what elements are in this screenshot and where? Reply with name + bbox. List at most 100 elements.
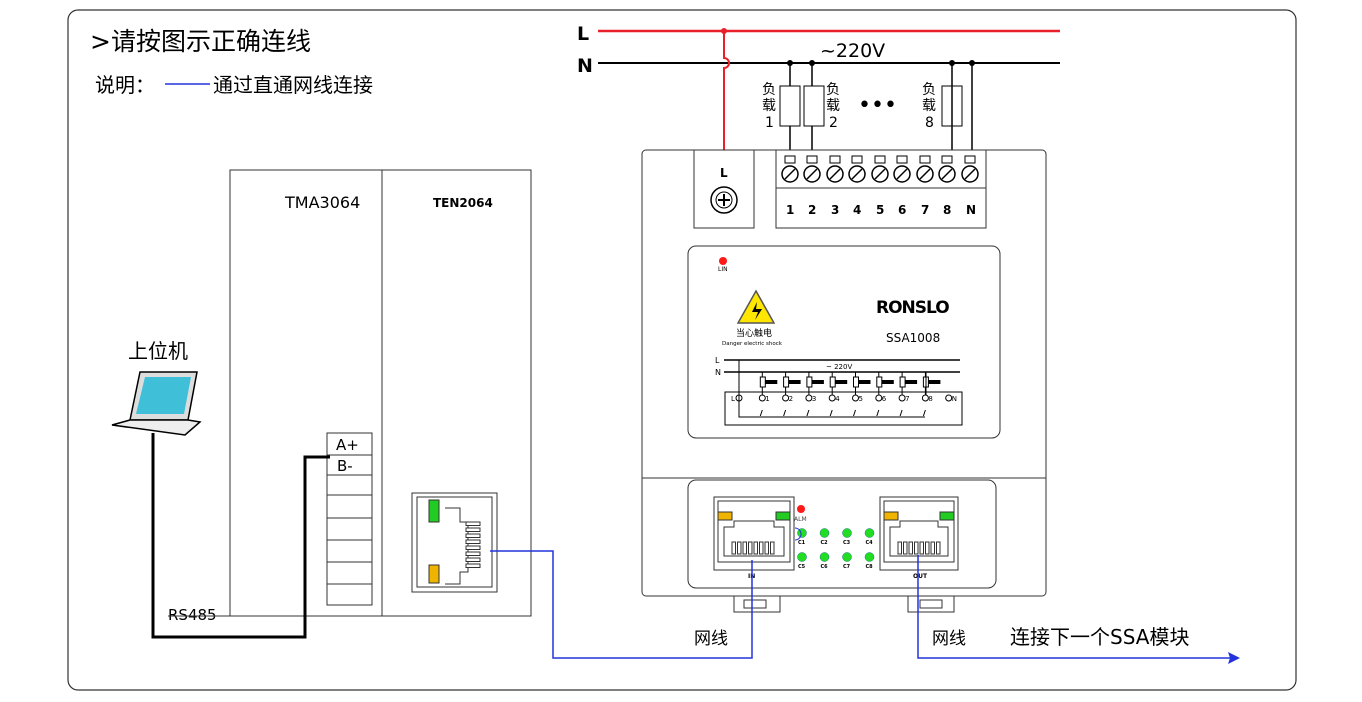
- channel-led-label: C5: [798, 564, 806, 570]
- channel-led-label: C2: [821, 540, 829, 546]
- panel-terminal-label: 7: [905, 395, 909, 403]
- link-led: [428, 499, 440, 523]
- load-1: [779, 60, 975, 160]
- tma3064-label: TMA3064: [284, 193, 360, 212]
- activity-led: [939, 511, 955, 521]
- terminal-label: 2: [808, 203, 816, 217]
- panel-load-icon: [876, 376, 883, 388]
- warning-cn: 当心触电: [736, 327, 772, 339]
- channel-led-c3: [842, 528, 852, 538]
- terminal-label: 3: [831, 203, 839, 217]
- model-label: SSA1008: [886, 331, 940, 345]
- rs485-terminal: [326, 432, 373, 606]
- panel-load-icon: [759, 376, 766, 388]
- panel-load-icon: [899, 376, 906, 388]
- note-text: 通过直通网线连接: [213, 73, 373, 97]
- alm-led: [797, 505, 805, 513]
- note-prefix: 说明：: [95, 73, 155, 97]
- rs485-cable: [151, 433, 330, 639]
- terminal-slot: [851, 155, 863, 164]
- load-2-label: 负: [826, 82, 840, 98]
- device-l-label: L: [720, 166, 728, 180]
- channel-led-label: C6: [821, 564, 829, 570]
- terminal-slot: [964, 155, 976, 164]
- load-8-num: 8: [925, 115, 934, 131]
- rs485-label: RS485: [168, 606, 217, 624]
- port-out-label: OUT: [913, 573, 928, 580]
- activity-led: [775, 511, 791, 521]
- terminal-b: B-: [337, 457, 353, 475]
- panel-terminal-label: N: [952, 395, 957, 403]
- panel-terminal-label: 1: [765, 395, 769, 403]
- link-led: [717, 511, 733, 521]
- more-loads-dots: •••: [858, 93, 897, 118]
- terminal-slot: [896, 155, 908, 164]
- frame: [67, 9, 1297, 691]
- lin-label: LIN: [718, 266, 728, 273]
- terminal-label: 5: [876, 203, 884, 217]
- link-led: [883, 511, 899, 521]
- channel-led-c8: [864, 552, 875, 562]
- activity-led: [428, 564, 440, 584]
- load-2-label2: 载: [826, 98, 840, 114]
- alm-label: ALM: [794, 516, 807, 523]
- title: >请按图示正确连线: [90, 27, 311, 56]
- panel-terminal-label: 2: [789, 395, 793, 403]
- l-drop-wire: [723, 31, 730, 158]
- laptop-icon: [111, 371, 202, 436]
- terminal-label: N: [966, 203, 976, 217]
- n-label: N: [577, 55, 593, 77]
- label-panel: [687, 245, 1001, 439]
- terminal-slot: [829, 155, 841, 164]
- network-cable-out: [917, 555, 1236, 659]
- panel-terminal-label: 8: [928, 395, 932, 403]
- cable-in-label: 网线: [694, 629, 728, 649]
- panel-load-icon: [829, 376, 836, 388]
- load-2-num: 2: [829, 115, 838, 131]
- terminal-slot: [784, 155, 796, 164]
- ten2064-label: TEN2064: [433, 196, 493, 210]
- panel-n: N: [715, 368, 721, 377]
- channel-led-c2: [819, 528, 830, 538]
- terminal-label: 8: [943, 203, 951, 217]
- arrow-right-icon: [1228, 652, 1240, 664]
- cable-out-label: 网线: [932, 629, 966, 649]
- panel-voltage: ~ 220V: [826, 363, 852, 371]
- terminal-label: 6: [898, 203, 906, 217]
- channel-led-label: C8: [866, 564, 874, 570]
- lin-led: [719, 257, 727, 265]
- host-label: 上位机: [128, 339, 188, 363]
- load-8-label2: 载: [922, 98, 936, 114]
- terminal-label: 7: [921, 203, 929, 217]
- terminal-label: 1: [786, 203, 794, 217]
- panel-terminal-label: 4: [835, 395, 840, 403]
- load-8-label: 负: [922, 82, 936, 98]
- panel-load-icon: [783, 376, 790, 388]
- terminal-slot: [941, 155, 953, 164]
- panel-terminal-label: 5: [859, 395, 863, 403]
- terminal-a: A+: [336, 436, 359, 454]
- channel-led-label: C3: [843, 540, 851, 546]
- din-clips: [733, 595, 955, 613]
- channel-led-c4: [864, 528, 875, 538]
- terminal-slot: [874, 155, 886, 164]
- channel-led-c6: [819, 552, 830, 562]
- channel-led-label: C7: [843, 564, 851, 570]
- terminal-slot: [919, 155, 931, 164]
- channel-led-label: C4: [866, 540, 874, 546]
- voltage-label: ~220V: [820, 40, 885, 62]
- panel-terminal: [945, 394, 953, 402]
- panel-terminal-label: 3: [812, 395, 816, 403]
- channel-led-label: C1: [798, 540, 806, 546]
- load-1-label2: 载: [762, 98, 776, 114]
- warning-en: Danger electric shock: [722, 341, 783, 347]
- load-1-num: 1: [765, 115, 774, 131]
- panel-terminal-label: L: [731, 395, 735, 403]
- next-module-label: 连接下一个SSA模块: [1010, 625, 1189, 649]
- load-1-label: 负: [762, 82, 776, 98]
- terminal-label: 4: [853, 203, 861, 217]
- panel-load-icon: [853, 376, 859, 388]
- channel-led-c5: [797, 552, 807, 562]
- panel-l: L: [715, 356, 720, 365]
